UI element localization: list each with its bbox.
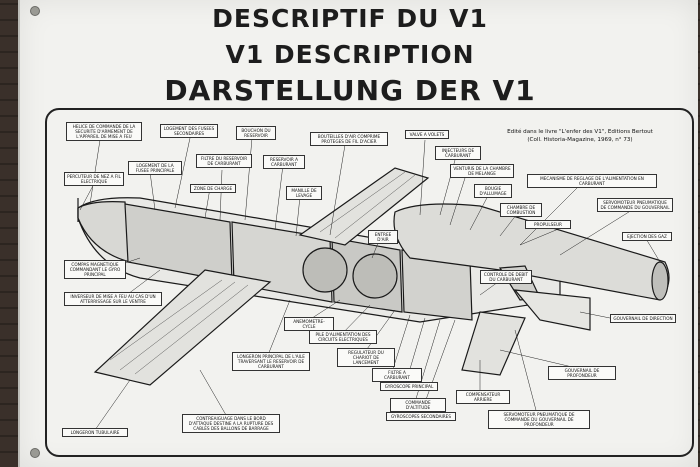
label-entree-air: ENTREE D'AIR (368, 230, 398, 244)
label-logement-fusees: LOGEMENT DES FUSEES SECONDAIRES (160, 124, 218, 138)
label-gyroscope-principal: GYROSCOPE PRINCIPAL (380, 382, 438, 391)
label-bouchon: BOUCHON DU RESERVOIR (236, 126, 276, 140)
label-logement-fusee: LOGEMENT DE LA FUSEE PRINCIPALE (128, 161, 182, 175)
label-helice: HELICE DE COMMANDE DE LA SECURITE D'ARME… (66, 122, 142, 141)
label-inverseur: INVERSEUR DE MISE A FEU AU CAS D'UN ATTE… (64, 292, 162, 306)
vertical-fin (513, 289, 591, 331)
label-bougie: BOUGIE D'ALLUMAGE (474, 184, 512, 198)
label-filtre-carburant: FILTRE A CARBURANT (372, 368, 422, 382)
label-bouteilles: BOUTEILLES D'AIR COMPRIME PROTEGES DE FI… (310, 132, 388, 146)
label-valve: VALVE A VOLETS (405, 130, 449, 139)
label-longeron-tubulaire: LONGERON TUBULAIRE (62, 428, 128, 437)
label-venturi: VENTURIS DE LA CHAMBRE DE MELANGE (450, 164, 514, 178)
label-propulseur: PROPULSEUR (525, 220, 571, 229)
screw-icon (30, 448, 40, 458)
label-mecanisme: MECANISME DE REGLAGE DE L'ALIMENTATION E… (527, 174, 657, 188)
label-contreaiguage: CONTREAIGUAGE DANS LE BORD D'ATTAQUE DES… (182, 414, 280, 433)
label-chambre: CHAMBRE DE COMBUSTION (500, 203, 542, 217)
label-controle-debit: CONTROLE DE DEBIT DU CARBURANT (480, 270, 532, 284)
engine-exhaust (651, 261, 669, 301)
label-pile: PILE D'ALIMENTATION DES CIRCUITS ELECTRI… (309, 330, 377, 344)
source-note-line-2: (Coll. Historia-Magazine, 1969, n° 73) (527, 137, 633, 143)
source-note: Edité dans le livre "L'enfer des V1", Ed… (505, 128, 655, 144)
source-note-line-1: Edité dans le livre "L'enfer des V1", Ed… (507, 129, 653, 135)
screw-icon (30, 6, 40, 16)
label-regulateur: REGULATEUR DU CHARIOT DE LANCEMENT (337, 348, 395, 367)
label-longeron: LONGERON PRINCIPAL DE L'AILE TRAVERSANT … (232, 352, 310, 371)
label-compensateur: COMPENSATEUR ARRIERE (456, 390, 510, 404)
label-ejection-gaz: EJECTION DES GAZ (622, 232, 672, 241)
label-compas: COMPAS MAGNETIQUE COMMANDANT LE GYRO PRI… (64, 260, 126, 279)
title-english: V1 DESCRIPTION (225, 40, 475, 69)
pulsejet-engine (393, 203, 670, 301)
label-zone-charge: ZONE DE CHARGE (190, 184, 236, 193)
label-manille: MANILLE DE LEVAGE (286, 186, 322, 200)
diagram-panel (45, 108, 694, 457)
title-french: DESCRIPTIF DU V1 (212, 4, 488, 33)
label-reservoir: RESERVOIR A CARBURANT (263, 155, 305, 169)
right-wing (298, 167, 430, 246)
label-gyroscopes-secondaires: GYROSCOPES SECONDAIRES (386, 412, 456, 421)
horizontal-stabilizer (461, 311, 526, 376)
label-injecteurs: INJECTEURS DE CARBURANT (435, 146, 481, 160)
label-gouvernail-direction: GOUVERNAIL DE DIRECTION (610, 314, 676, 323)
label-servomoteur-profondeur: SERVOMOTEUR PNEUMATIQUE DE COMMANDE DU G… (488, 410, 590, 429)
air-bottle-1 (302, 247, 348, 293)
left-wing (93, 269, 272, 386)
label-gouvernail-profondeur: GOUVERNAIL DE PROFONDEUR (548, 366, 616, 380)
label-anemometre: ANEMOMETRE-CYCLE (284, 317, 334, 331)
label-percuteur: PERCUTEUR DE NEZ A FIL ELECTRIQUE (64, 172, 124, 186)
air-bottle-2 (352, 253, 398, 299)
label-servomoteur-direction: SERVOMOTEUR PNEUMATIQUE DE COMMANDE DU G… (597, 198, 673, 212)
label-commande-altitude: COMMANDE D'ALTITUDE (390, 398, 446, 412)
title-german: DARSTELLUNG DER V1 (164, 74, 536, 107)
label-filtre-reservoir: FILTRE DU RESERVOIR DE CARBURANT (196, 154, 252, 168)
